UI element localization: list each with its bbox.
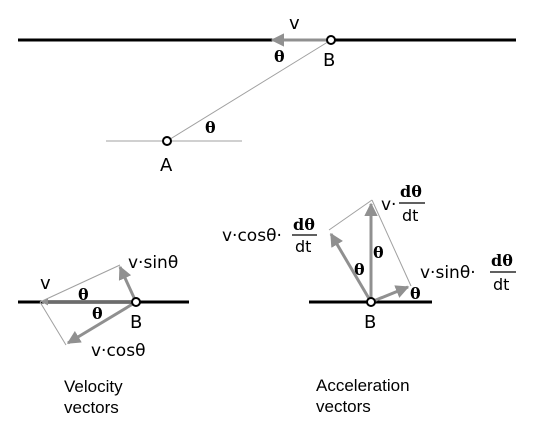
acceleration-caption-line-1: Acceleration [316,376,410,395]
acceleration-right-arrow [370,285,410,304]
velocity-parallelogram-bottom [39,301,67,346]
velocity-cos-arrow [66,300,137,345]
label-v-cos: v·cosθ [91,341,145,361]
label-acc-left-prefix: v·cosθ· [222,226,282,246]
velocity-sin-arrow [118,265,138,303]
rod-ab [166,39,332,142]
label-v-sin: v·sinθ [128,253,178,273]
label-theta-top: θ [274,47,285,66]
label-b-velocity: B [130,312,142,333]
velocity-parallelogram-top [39,264,121,303]
label-theta-velocity-2: θ [92,304,103,323]
acceleration-parallelogram-upper [328,199,373,231]
label-theta-acceleration-1: θ [354,260,365,279]
label-v-top: v [289,13,300,34]
label-v-left: v [40,273,51,294]
label-acc-top-dtheta: dθ [400,182,422,201]
label-b-acceleration: B [364,312,376,333]
label-acc-left-dtheta: dθ [293,215,315,234]
point-b-top [326,35,336,45]
label-acc-left-dt: dt [295,237,311,256]
label-theta-a: θ [205,118,216,137]
label-b-top: B [323,50,335,71]
label-theta-acceleration-2: θ [373,243,384,262]
velocity-caption: Velocity vectors [64,376,123,418]
point-b-acceleration [366,297,376,307]
label-theta-acceleration-3: θ [410,284,421,303]
label-acc-top-prefix: v· [381,195,396,215]
label-theta-velocity-1: θ [78,285,89,304]
label-a: A [160,155,173,176]
label-acc-top-dt: dt [402,206,418,225]
acceleration-left-arrow [329,232,373,303]
label-acc-right-dtheta: dθ [491,251,513,270]
point-b-velocity [131,297,141,307]
point-a [162,136,172,146]
acceleration-caption-line-2: vectors [316,397,371,416]
acceleration-parallelogram-right [371,199,412,287]
velocity-caption-line-2: vectors [64,398,119,417]
acceleration-caption: Acceleration vectors [316,375,410,417]
label-acc-right-prefix: v·sinθ· [420,263,476,283]
label-acc-right-dt: dt [493,275,509,294]
velocity-caption-line-1: Velocity [64,377,123,396]
